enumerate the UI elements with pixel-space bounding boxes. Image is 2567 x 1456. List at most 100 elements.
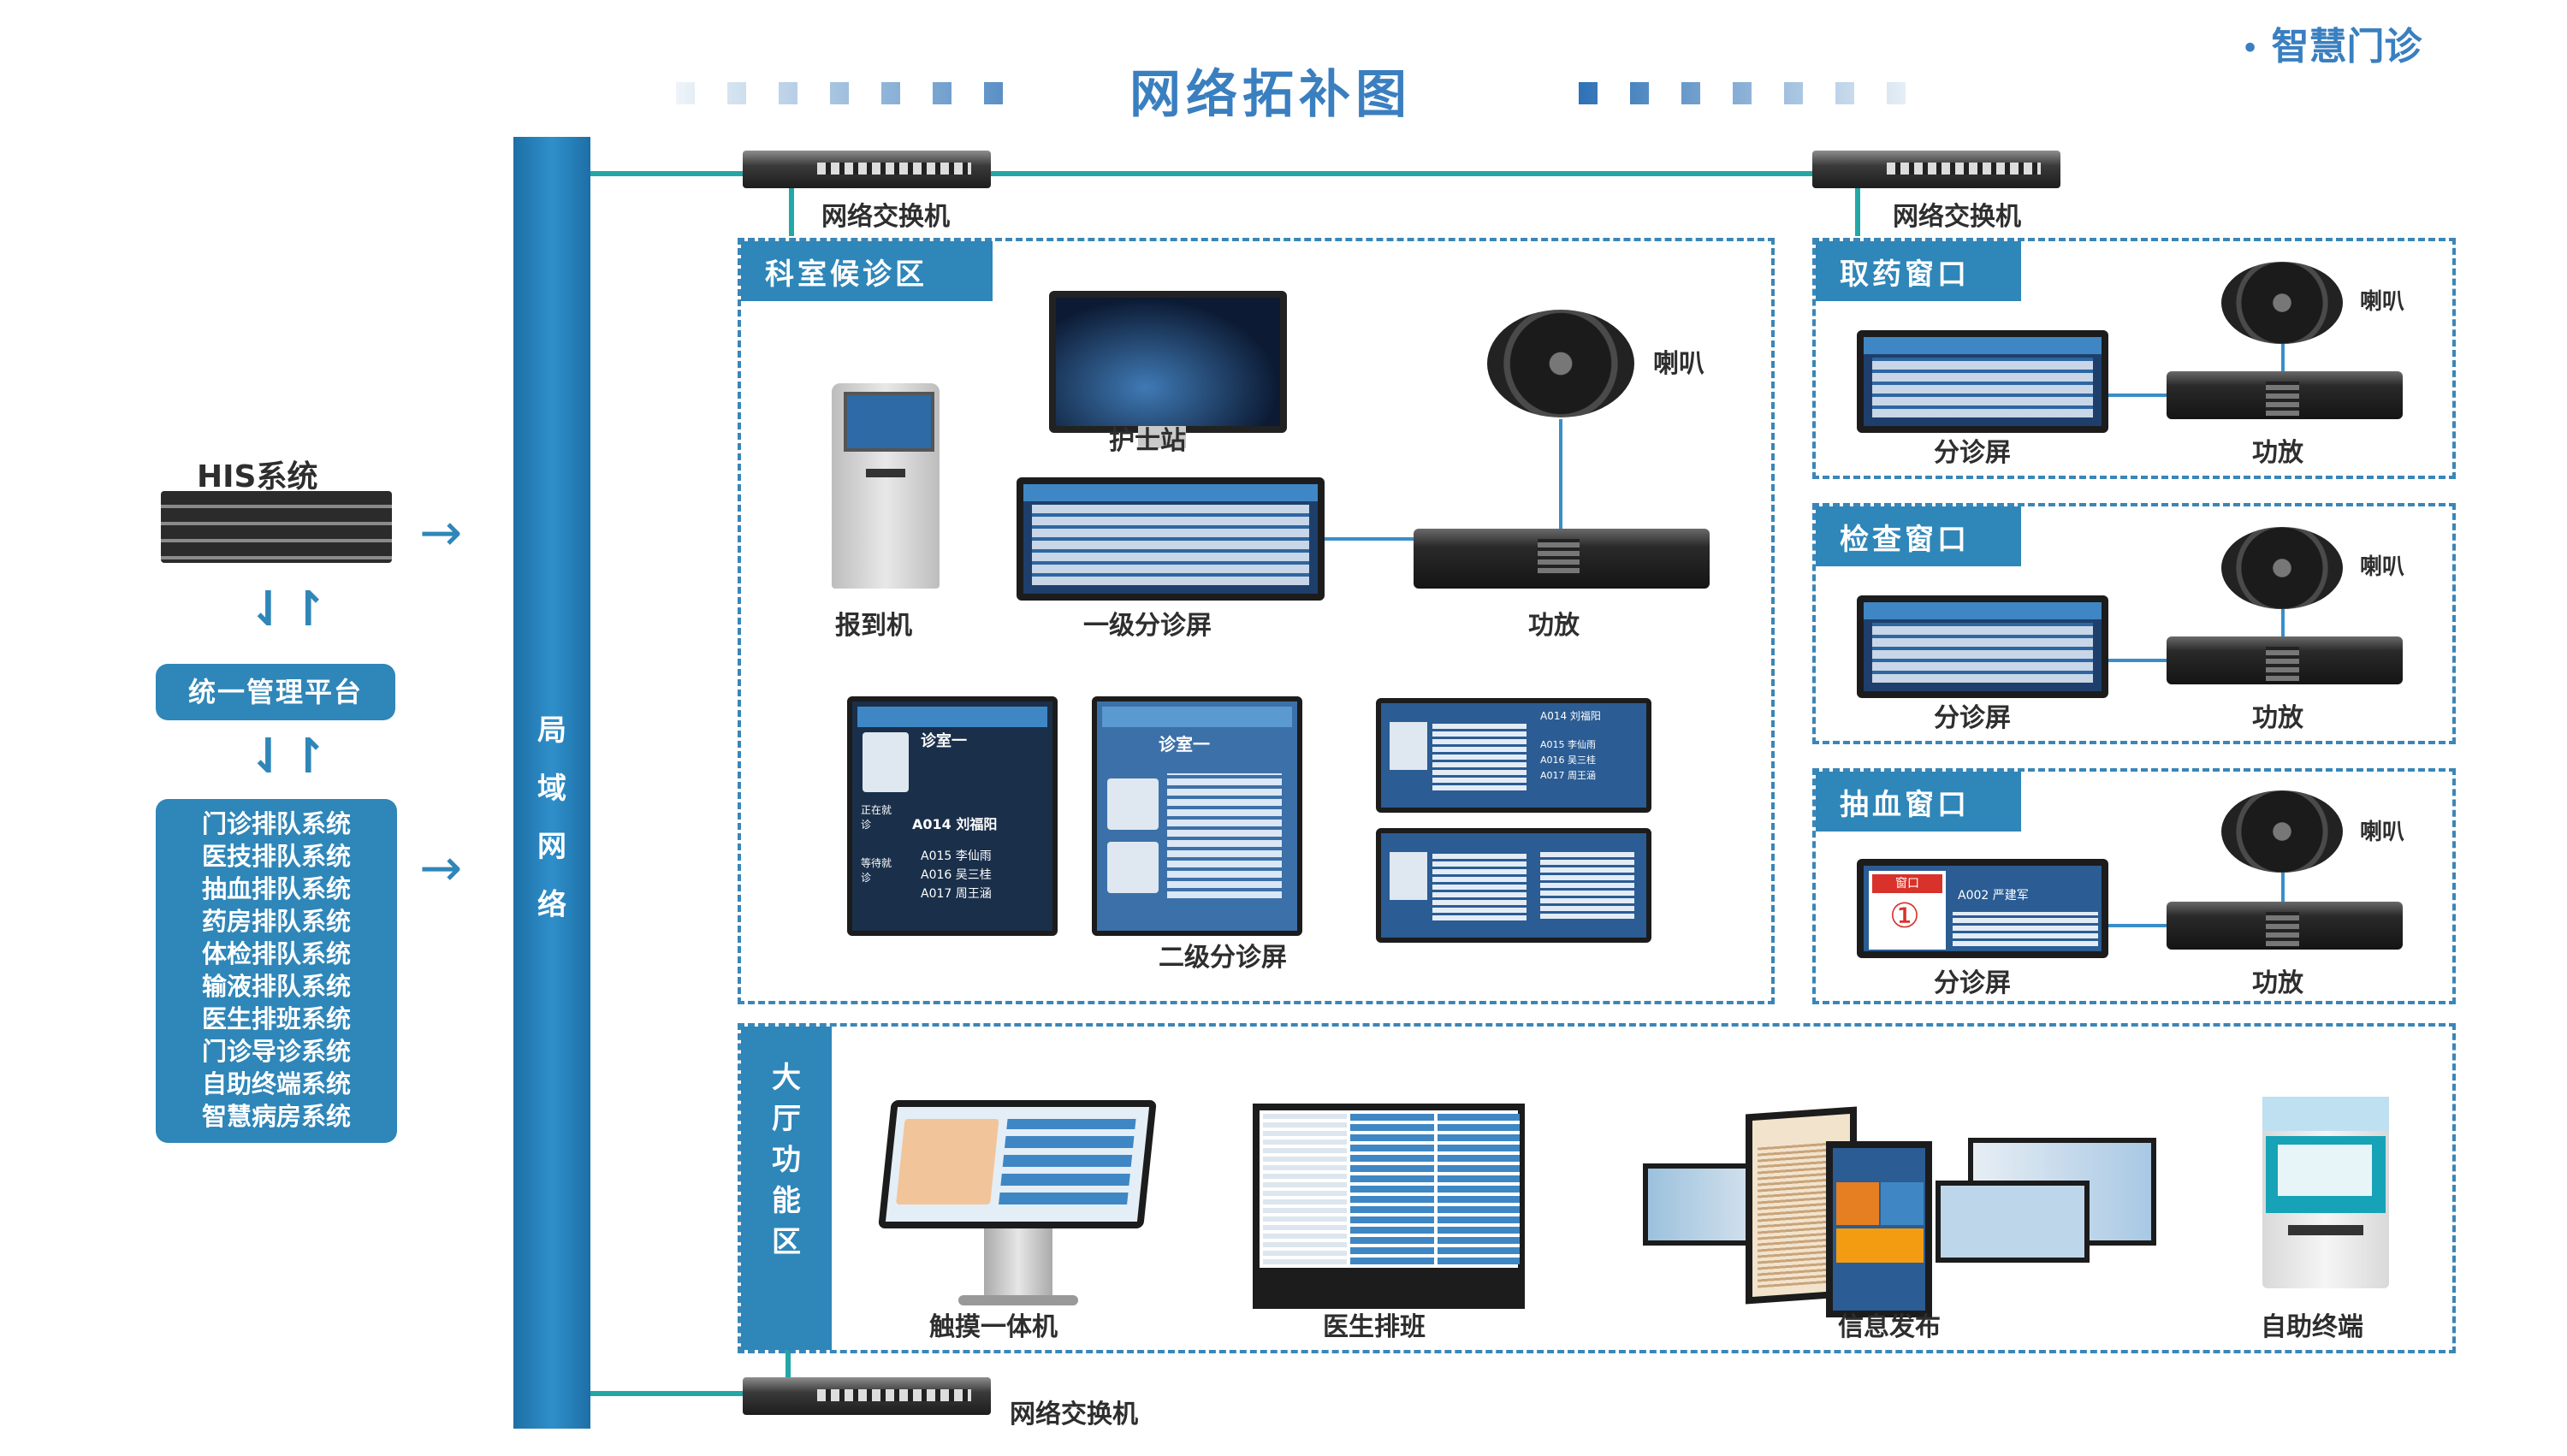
speaker-label: 喇叭 <box>2360 820 2405 845</box>
amplifier-label: 功放 <box>1528 611 1580 641</box>
landscape-queue-item: A016 吴三桂 <box>1540 755 1597 766</box>
lan-link-bottom <box>590 1391 779 1396</box>
window-number: ① <box>1889 897 1920 936</box>
touch-stand <box>984 1228 1052 1299</box>
amplifier-label: 功放 <box>2252 968 2303 998</box>
level2-landscape-screen-2 <box>1376 828 1651 943</box>
lan-char: 网 <box>537 830 566 864</box>
system-item: 门诊排队系统 <box>201 809 351 838</box>
link-screen-amp <box>1325 537 1420 541</box>
portrait-queue-item: A015 李仙雨 <box>921 849 992 863</box>
system-item: 智慧病房系统 <box>201 1102 351 1131</box>
link-speaker-amp <box>1559 419 1562 532</box>
switch-drop-right <box>1855 180 1860 236</box>
hall-char: 功 <box>772 1143 801 1177</box>
system-item: 体检排队系统 <box>201 939 351 968</box>
link-screen-amp <box>2108 924 2170 927</box>
level1-screen-icon <box>1017 477 1325 601</box>
window-zone-exam <box>1812 503 2456 744</box>
sync-arrows-icon-2: ⇃↾ <box>248 729 329 784</box>
window-header: 检查窗口 <box>1816 506 2021 566</box>
speaker-label: 喇叭 <box>1653 349 1704 379</box>
screen-label: 分诊屏 <box>1934 438 2011 468</box>
portrait-current-patient: A014 刘福阳 <box>912 816 998 832</box>
terminal-label: 自助终端 <box>2261 1312 2363 1342</box>
system-item: 医技排队系统 <box>201 842 351 871</box>
hall-char: 区 <box>772 1225 801 1259</box>
schedule-screen-icon <box>1253 1104 1525 1275</box>
nurse-station-label: 护士站 <box>1109 426 1186 456</box>
amplifier-label: 功放 <box>2252 438 2303 468</box>
level2-screen-label: 二级分诊屏 <box>1159 943 1287 973</box>
speaker-label: 喇叭 <box>2360 289 2405 315</box>
network-switch-icon <box>743 151 991 188</box>
screen-label: 分诊屏 <box>1934 703 2011 733</box>
portrait-current-state: 正在就诊 <box>861 804 892 831</box>
network-switch-icon <box>743 1377 991 1415</box>
landscape-queue-item: A015 李仙雨 <box>1540 739 1597 750</box>
switch-drop-left <box>789 180 794 236</box>
his-server-icon <box>161 491 392 563</box>
speaker-icon <box>2221 262 2343 344</box>
hall-char: 大 <box>772 1061 801 1095</box>
link-speaker-amp <box>2281 609 2285 643</box>
amplifier-icon <box>2167 902 2403 950</box>
touch-label: 触摸一体机 <box>929 1312 1058 1342</box>
hall-char: 能 <box>772 1184 801 1218</box>
amplifier-icon <box>2167 636 2403 684</box>
title-deco-left <box>676 82 1010 104</box>
link-screen-amp <box>2108 394 2170 397</box>
link-screen-amp <box>2108 659 2170 662</box>
hall-zone <box>738 1023 2456 1353</box>
amplifier-label: 功放 <box>2252 703 2303 733</box>
speaker-icon <box>2221 790 2343 873</box>
level2-portrait-screen-1: 诊室一 正在就诊 A014 刘福阳 等待就诊 A015 李仙雨 A016 吴三桂… <box>847 696 1058 936</box>
window-zone-pharmacy <box>1812 238 2456 479</box>
arrow-right-icon: → <box>419 838 463 898</box>
triage-screen-icon: 窗口 ① A002 严建军 <box>1857 859 2108 958</box>
switch-rise-bottom <box>786 1350 791 1384</box>
network-switch-icon <box>1812 151 2060 188</box>
title-deco-right <box>1579 82 1912 104</box>
brand-label: • 智慧门诊 <box>2242 15 2422 70</box>
window-zone-blood <box>1812 768 2456 1004</box>
schedule-label: 医生排班 <box>1323 1312 1426 1342</box>
landscape-queue-item: A017 周王涵 <box>1540 770 1597 781</box>
brand-bullet: • <box>2242 33 2259 64</box>
system-item: 自助终端系统 <box>201 1069 351 1098</box>
hall-char: 厅 <box>772 1102 801 1136</box>
system-item: 药房排队系统 <box>201 907 351 936</box>
window-label: 窗口 <box>1872 874 1942 893</box>
triage-screen-icon <box>1857 595 2108 698</box>
triage-screen-icon <box>1857 330 2108 433</box>
lan-char: 络 <box>537 888 566 922</box>
lan-bar <box>513 137 590 1429</box>
speaker-icon <box>1487 310 1634 417</box>
waiting-area-zone <box>738 238 1775 1004</box>
self-service-terminal-icon <box>2262 1097 2389 1288</box>
info-screen-landscape <box>1936 1181 2090 1263</box>
page-title: 网络拓补图 <box>1129 65 1412 125</box>
portrait-waiting-label: 等待就诊 <box>861 857 892 884</box>
speaker-label: 喇叭 <box>2360 554 2405 580</box>
amplifier-icon <box>1414 529 1710 589</box>
switch-label: 网络交换机 <box>821 202 950 232</box>
hall-header: 大 厅 功 能 区 <box>741 1027 832 1350</box>
link-speaker-amp <box>2281 873 2285 907</box>
lan-link-top <box>590 171 1908 176</box>
level1-screen-label: 一级分诊屏 <box>1083 611 1212 641</box>
portrait-room-title: 诊室一 <box>921 732 967 750</box>
portrait-queue-item: A017 周王涵 <box>921 887 992 901</box>
waiting-area-header: 科室候诊区 <box>741 241 993 301</box>
brand-text: 智慧门诊 <box>2271 25 2422 68</box>
kiosk-label: 报到机 <box>835 611 912 641</box>
switch-label: 网络交换机 <box>1893 202 2021 232</box>
kiosk-icon <box>832 383 940 589</box>
switch-label: 网络交换机 <box>1010 1400 1138 1429</box>
info-label: 信息发布 <box>1838 1312 1941 1342</box>
monitor-stand <box>1138 426 1186 448</box>
lan-char: 域 <box>537 772 566 806</box>
systems-box: 门诊排队系统 医技排队系统 抽血排队系统 药房排队系统 体检排队系统 输液排队系… <box>156 799 397 1143</box>
his-label: HIS系统 <box>197 459 318 494</box>
touch-base <box>958 1295 1078 1305</box>
